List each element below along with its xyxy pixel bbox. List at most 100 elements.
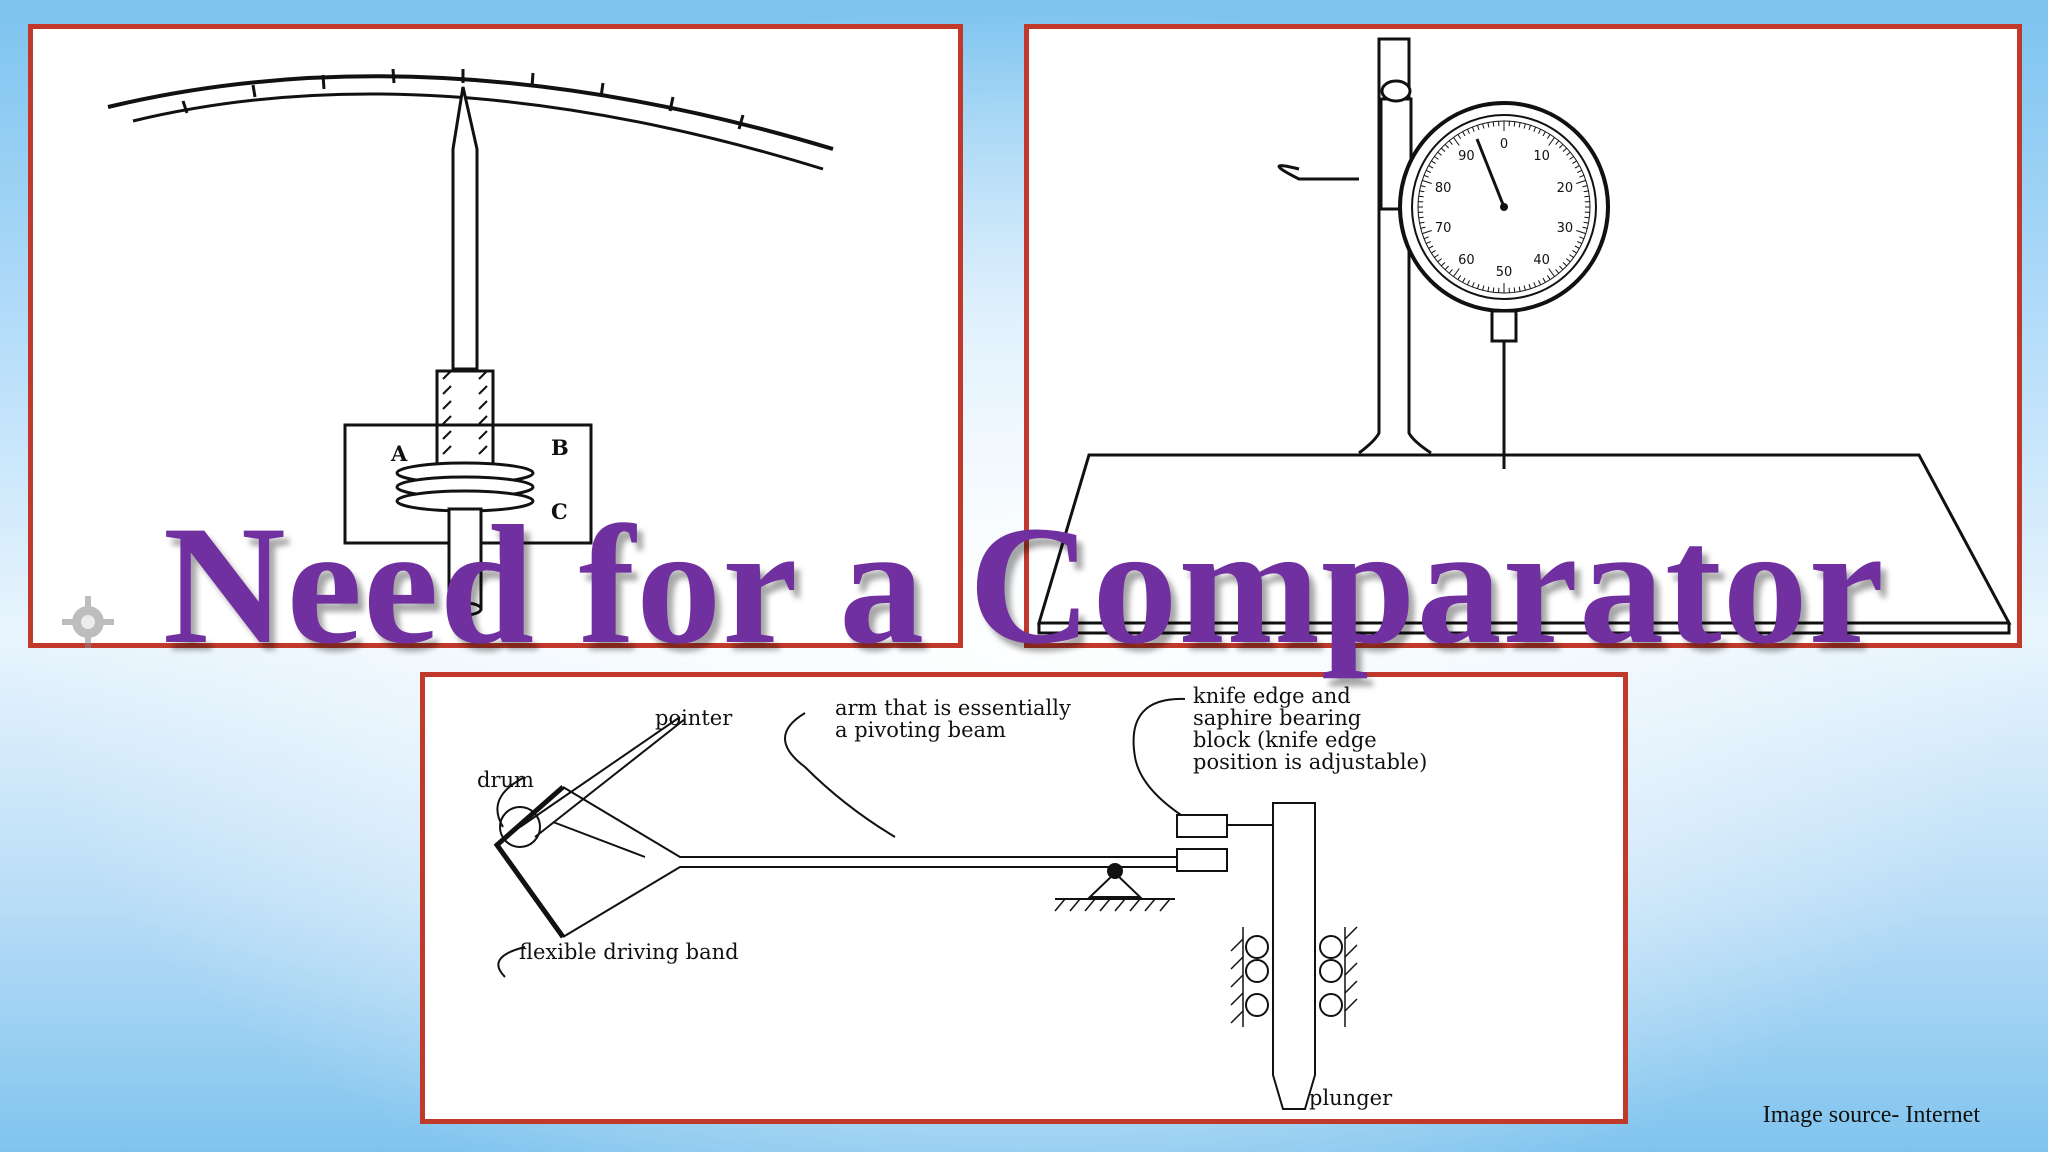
label-plunger: plunger [1309,1086,1393,1110]
label-knife-3: block (knife edge [1193,728,1377,752]
dial-tick [1444,265,1449,271]
dial-tick [1566,151,1571,156]
stand-base-edge [1037,623,2011,635]
lever-arm [1277,164,1359,181]
dial-tick [1422,179,1432,184]
dial-tick [1418,216,1424,219]
dial-tick [1418,195,1424,198]
dial-tick [1523,123,1526,129]
dial-tick [1434,254,1439,258]
dial-tick [1513,121,1516,127]
label-c: C [551,499,568,524]
label-arm-2: a pivoting beam [835,718,1006,742]
dial-tick [1487,122,1490,128]
arm-leader [784,712,896,838]
dial-tick [1577,169,1583,173]
dial-tick [1576,230,1586,235]
image-source-note: Image source- Internet [1762,1102,1980,1128]
plunger-body [1272,802,1316,1110]
dial-tick [1574,245,1580,249]
dial-number: 80 [1435,181,1452,196]
dial-tick [1513,287,1516,293]
dial-tick [1476,283,1480,289]
dial-tick [1422,230,1432,235]
spindle-sleeve [1490,309,1518,343]
dial-tick [1579,236,1585,240]
dial-tick [1533,126,1537,132]
dial-hub [1500,203,1508,211]
label-pointer: pointer [655,706,733,730]
dial-tick [1576,179,1586,184]
arm-brace [552,821,646,858]
comparator-drawing: pointer drum arm that is essentially a p… [477,684,1427,1110]
dial-number: 40 [1533,253,1550,268]
dial-tick [1434,156,1439,160]
dial-tick [1546,275,1551,280]
dial-tick [1487,286,1490,292]
label-arm-1: arm that is essentially [835,696,1071,720]
dial-tick [1457,134,1462,139]
dial-tick [1583,190,1589,193]
dial-tick [1538,280,1542,286]
dial-tick [1559,143,1564,149]
dial-tick [1577,241,1583,245]
dial-number: 50 [1496,265,1513,280]
dial-tick [1528,125,1532,131]
flexible-band [493,785,566,939]
dial-tick [1423,236,1429,240]
dial-tick [1437,258,1442,263]
dial-tick [1471,282,1475,288]
dial-tick [1584,195,1590,198]
dial-tick [1428,165,1434,169]
knife-block-bottom [1176,848,1228,872]
dial-tick [1453,137,1460,146]
dial-tick [1466,280,1470,286]
dial-tick [1548,137,1555,146]
dial-tick [1542,277,1546,283]
dial-tick [1533,282,1537,288]
dial-tick [1548,268,1555,277]
dial-number: 60 [1458,253,1475,268]
dial-tick [1523,285,1526,291]
label-knife-1: knife edge and [1193,684,1351,708]
dial-tick [1566,258,1571,263]
dial-tick [1492,121,1495,127]
label-knife-4: position is adjustable) [1193,750,1427,774]
dial-tick [1428,245,1434,249]
dial-tick [1528,283,1532,289]
scale-arc-inner [132,92,824,171]
ground-hatch [1054,898,1171,912]
dial-tick [1555,269,1560,274]
dial-tick [1462,131,1466,137]
dial-tick [1559,265,1564,271]
dial-tick [1476,125,1480,131]
dial-tick [1538,128,1542,134]
dial-tick [1448,140,1453,145]
stand-column [1358,37,1432,455]
pivot [1107,863,1123,879]
dial-number: 30 [1557,221,1574,236]
dial-tick [1457,275,1462,280]
dial-tick [1572,160,1577,165]
dial-tick [1425,169,1431,173]
shaft-end [447,601,483,617]
pointer-line-1 [519,716,681,828]
label-knife-2: saphire bearing [1193,706,1361,730]
dial-tick [1419,221,1425,224]
scale-arc [107,74,834,151]
pointer-needle [451,86,479,371]
shaft [447,507,483,611]
dial-tick [1431,160,1436,165]
dial-tick [1518,122,1521,128]
pointer-line-2 [534,718,686,838]
dial-tick [1462,277,1466,283]
dial-tick [1583,221,1589,224]
dial-tick [1572,249,1577,254]
dial-tick [1492,287,1495,293]
knife-leader [1132,697,1186,816]
dial-tick [1453,268,1460,277]
dial-tick [1420,185,1426,188]
